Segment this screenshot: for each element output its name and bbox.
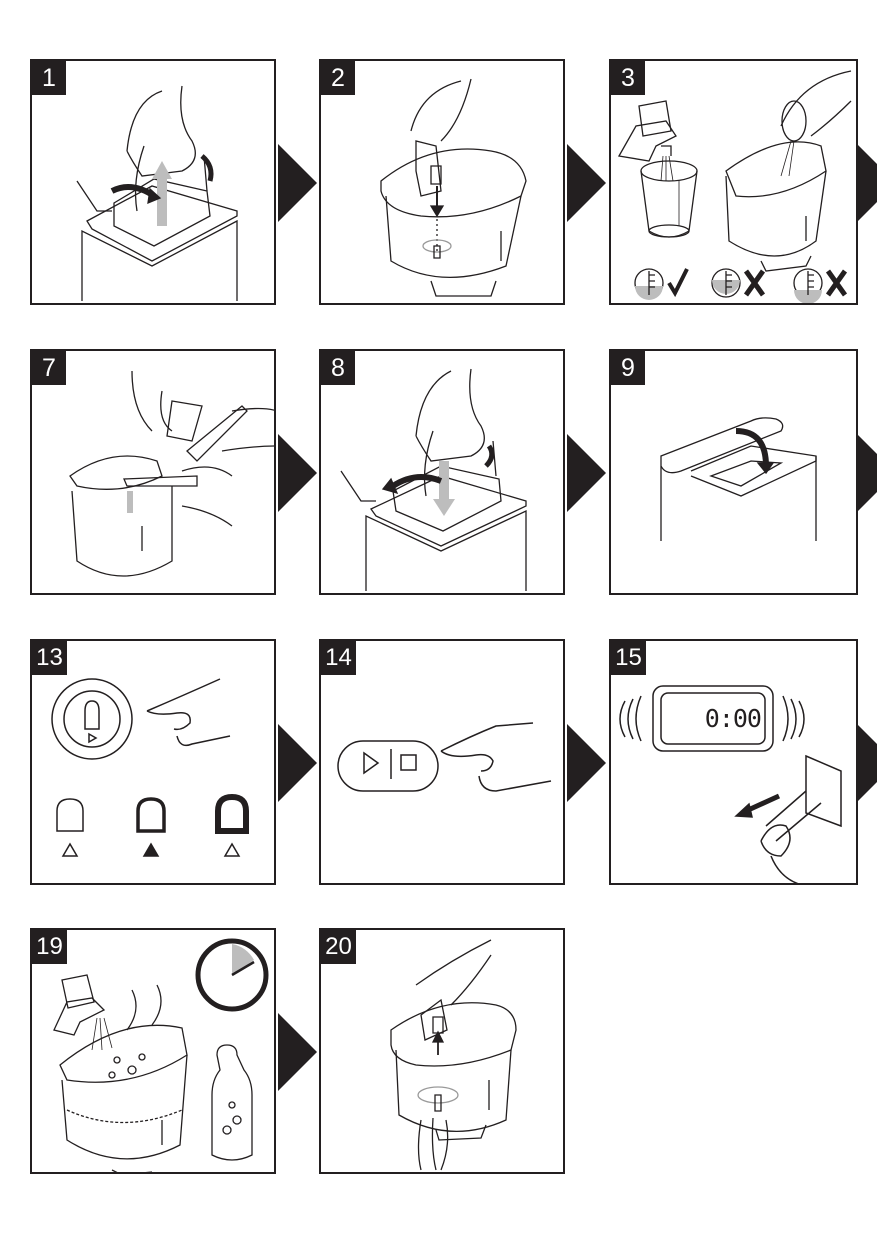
step-number: 1 bbox=[32, 61, 66, 95]
crust-medium-icon bbox=[138, 799, 164, 856]
next-step-arrow bbox=[278, 1013, 317, 1091]
countdown-display: 0:00 bbox=[704, 704, 762, 733]
pointing-hand bbox=[147, 679, 230, 745]
next-step-arrow bbox=[857, 434, 877, 512]
step-panel-19: 19 bbox=[30, 928, 276, 1174]
lift-pan-illustration bbox=[32, 61, 274, 303]
clock-icon bbox=[198, 941, 266, 1009]
start-button-illustration bbox=[321, 641, 563, 883]
next-step-arrow bbox=[567, 724, 606, 802]
step-panel-13: 13 bbox=[30, 639, 276, 885]
close-lid-illustration bbox=[611, 351, 856, 593]
step-panel-20: 20 bbox=[319, 928, 565, 1174]
step-number: 14 bbox=[321, 641, 356, 675]
pointing-hand bbox=[441, 723, 551, 791]
step-panel-7: 7 bbox=[30, 349, 276, 595]
next-step-arrow bbox=[278, 434, 317, 512]
step-number: 7 bbox=[32, 351, 66, 385]
crust-light-icon bbox=[57, 799, 83, 856]
soak-pan-illustration bbox=[32, 930, 274, 1172]
step-panel-3: 3 bbox=[609, 59, 858, 305]
step-number: 2 bbox=[321, 61, 355, 95]
next-step-arrow bbox=[857, 144, 877, 222]
step-number: 9 bbox=[611, 351, 645, 385]
insert-paddle-illustration bbox=[321, 61, 563, 303]
unplug-illustration bbox=[611, 641, 856, 883]
detergent-bottle-icon bbox=[212, 1045, 252, 1160]
step-panel-15: 15 0:00 bbox=[609, 639, 858, 885]
crust-selection-illustration bbox=[32, 641, 274, 883]
crust-button bbox=[52, 679, 132, 759]
step-panel-2: 2 bbox=[319, 59, 565, 305]
insert-pan-illustration bbox=[321, 351, 563, 593]
next-step-arrow bbox=[278, 724, 317, 802]
add-ingredients-illustration bbox=[611, 61, 856, 303]
step-panel-1: 1 bbox=[30, 59, 276, 305]
crust-dark-icon bbox=[218, 797, 246, 856]
step-panel-8: 8 bbox=[319, 349, 565, 595]
level-too-high-icon bbox=[712, 269, 763, 297]
start-stop-button bbox=[338, 741, 438, 791]
level-too-low-icon bbox=[794, 269, 845, 303]
level-correct-icon bbox=[635, 269, 687, 300]
next-step-arrow bbox=[278, 144, 317, 222]
step-number: 8 bbox=[321, 351, 355, 385]
next-step-arrow bbox=[857, 724, 877, 802]
step-number: 13 bbox=[32, 641, 67, 675]
next-step-arrow bbox=[567, 434, 606, 512]
step-number: 3 bbox=[611, 61, 645, 95]
step-number: 19 bbox=[32, 930, 67, 964]
add-yeast-illustration bbox=[32, 351, 274, 593]
step-number: 15 bbox=[611, 641, 646, 675]
step-number: 20 bbox=[321, 930, 356, 964]
next-step-arrow bbox=[567, 144, 606, 222]
step-panel-14: 14 bbox=[319, 639, 565, 885]
step-panel-9: 9 bbox=[609, 349, 858, 595]
remove-paddle-illustration bbox=[321, 930, 563, 1172]
